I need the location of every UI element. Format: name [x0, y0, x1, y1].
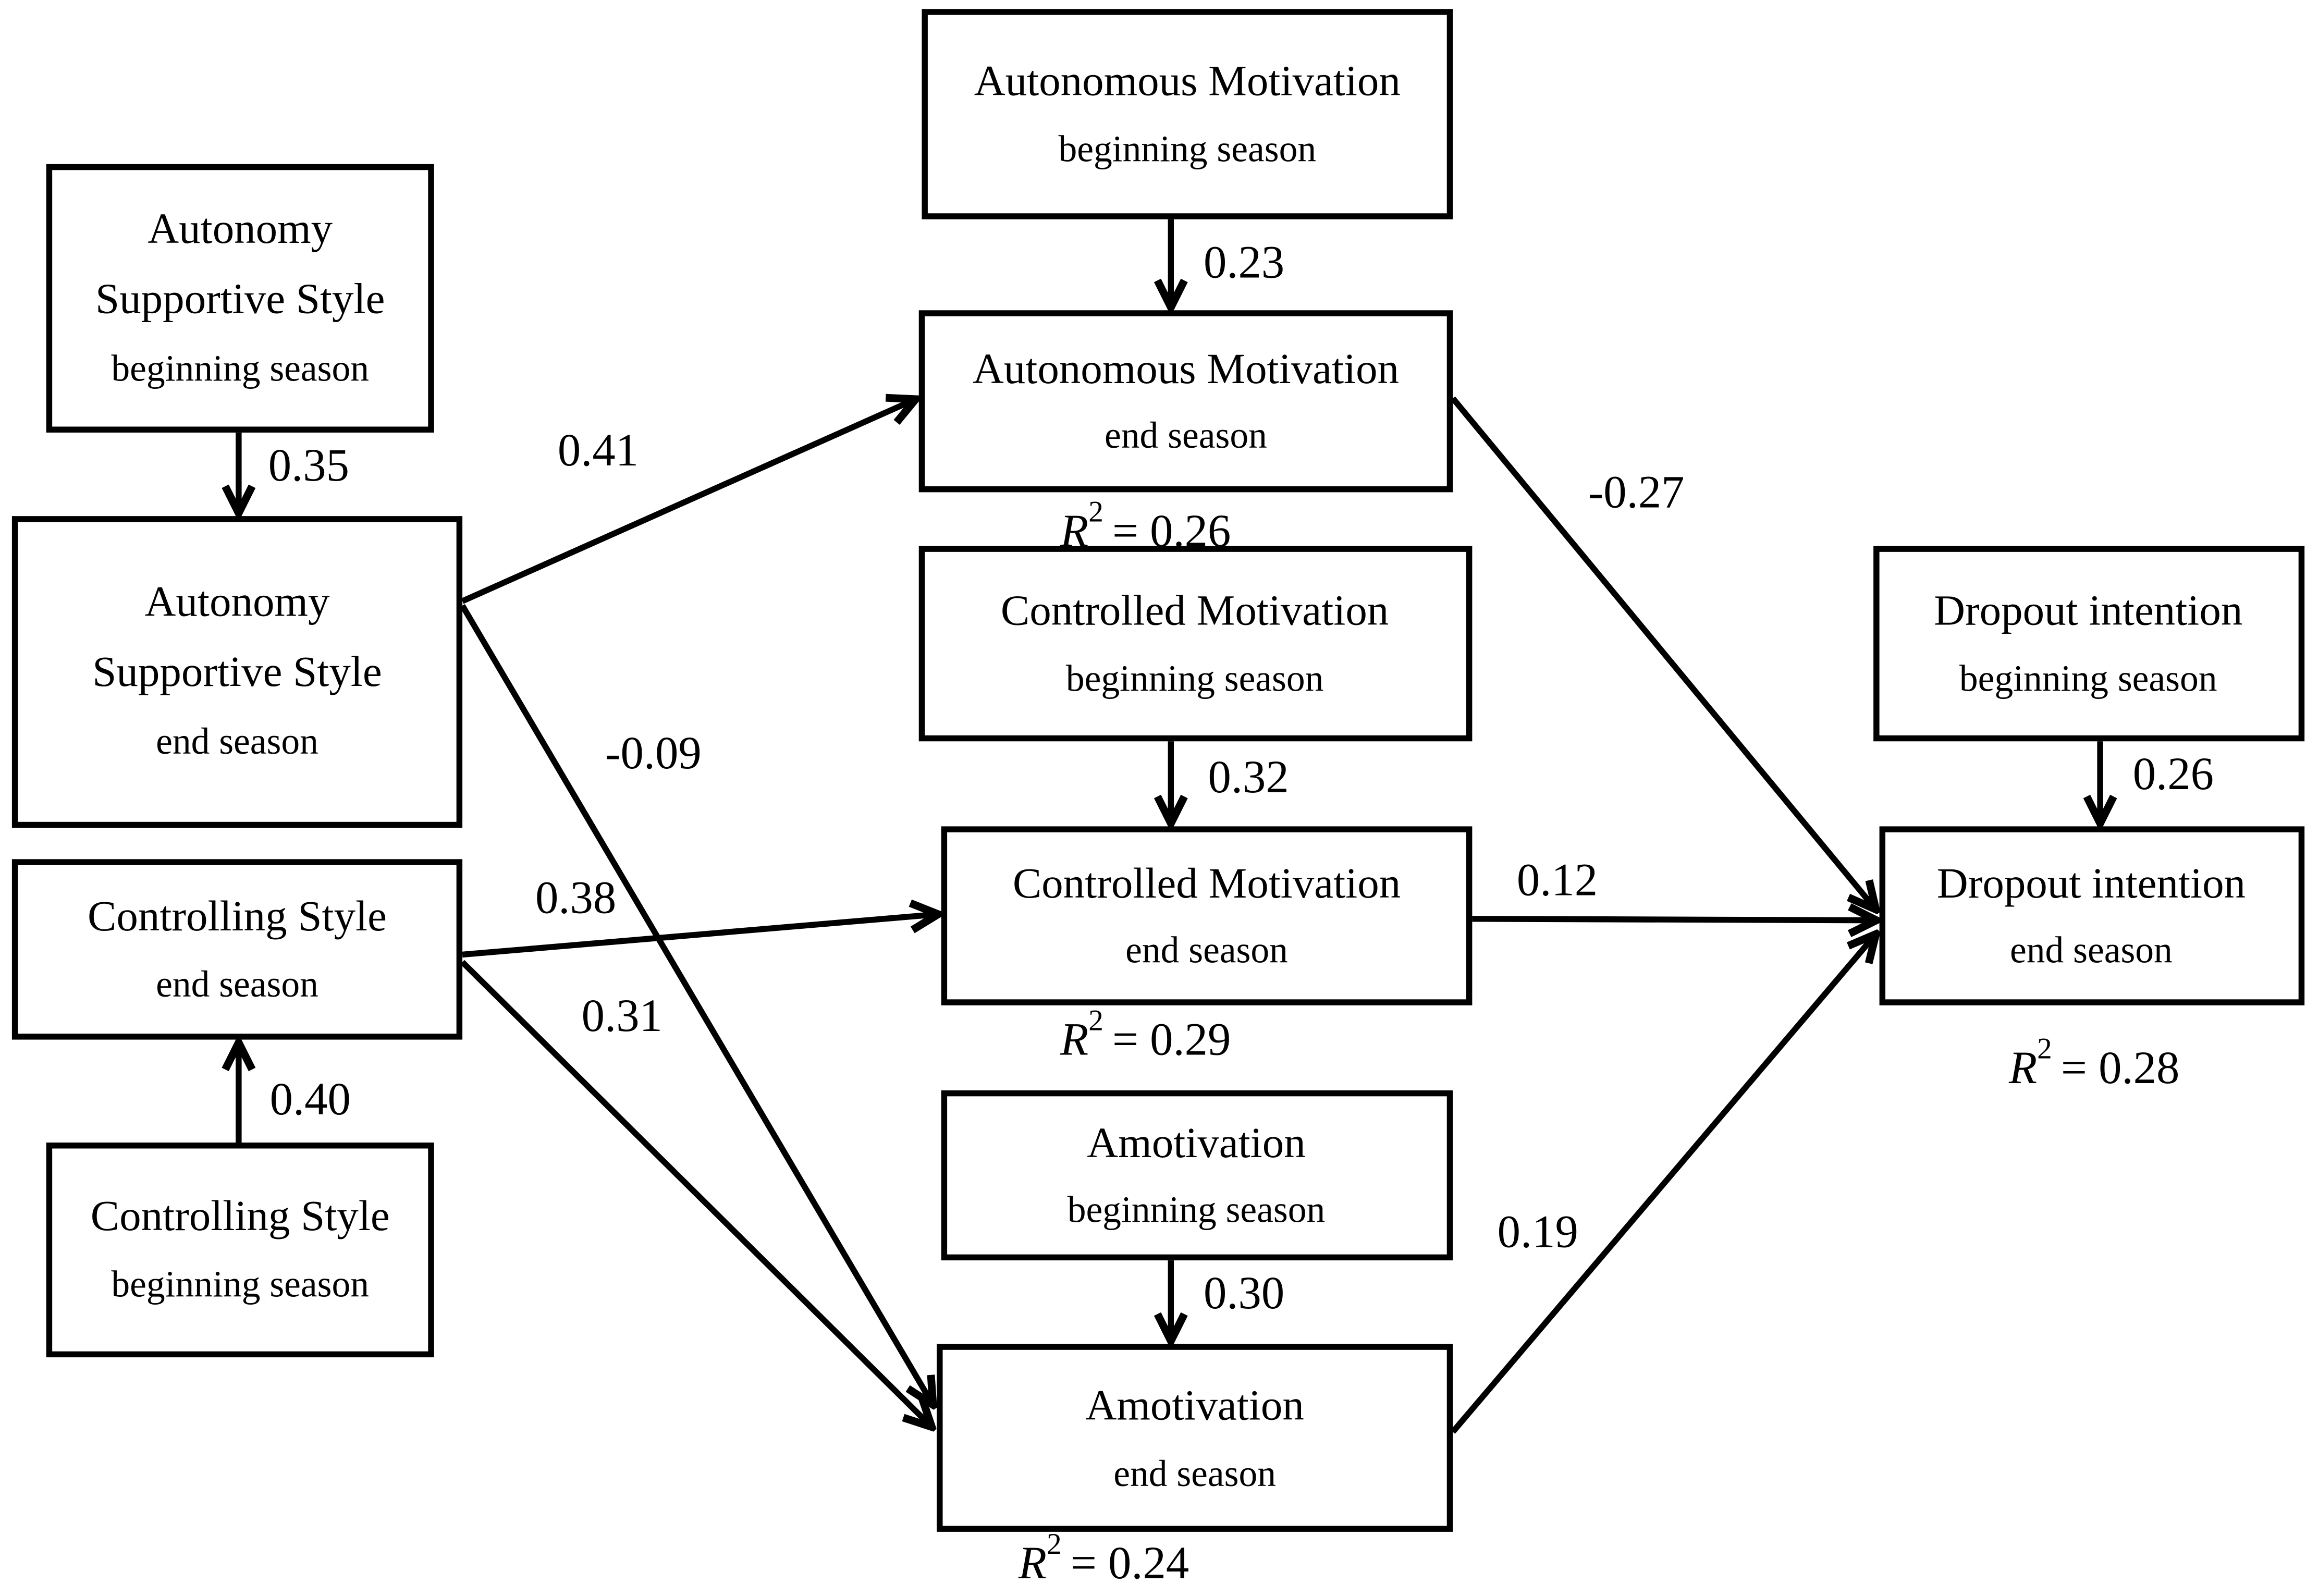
node-subtitle: beginning season — [111, 1263, 369, 1305]
node-subtitle: beginning season — [1959, 658, 2217, 699]
coefficient-label: 0.30 — [1204, 1268, 1284, 1319]
node-box — [918, 310, 1453, 493]
node-subtitle: beginning season — [111, 348, 369, 389]
node-box — [918, 546, 1473, 742]
r-squared-labels: R2= 0.26 R2= 0.29 R2= 0.24 R2= 0.28 — [1018, 495, 2179, 1589]
node-title: Dropout intention — [1934, 586, 2242, 634]
node-subtitle: beginning season — [1068, 1189, 1326, 1230]
arrow-controlling-to-controlled-motivation — [462, 914, 937, 958]
node-title: Amotivation — [1085, 1381, 1304, 1429]
coefficient-label: 0.19 — [1498, 1207, 1578, 1258]
node-title: Autonomous Motivation — [974, 57, 1401, 105]
arrow-autonomy-supportive-to-amotivation — [460, 604, 932, 1404]
node-title: Autonomy — [145, 577, 330, 625]
node-subtitle: beginning season — [1059, 129, 1317, 170]
coefficient-label: -0.09 — [605, 728, 702, 779]
coefficient-label: 0.32 — [1208, 752, 1289, 803]
node-box — [922, 9, 1453, 219]
node-controlling-end: Controlling Style end season — [11, 859, 463, 1040]
node-autonomy-supportive-begin: Autonomy Supportive Style beginning seas… — [46, 164, 434, 433]
coefficient-label: -0.27 — [1588, 466, 1685, 518]
node-box — [11, 516, 463, 828]
node-dropout-begin: Dropout intention beginning season — [1873, 546, 2305, 742]
node-title: Supportive Style — [95, 274, 385, 322]
r-squared-amotivation: R2= 0.24 — [1018, 1527, 1189, 1589]
node-title: Controlling Style — [88, 892, 387, 940]
node-box — [941, 1090, 1453, 1261]
node-controlling-begin: Controlling Style beginning season — [46, 1143, 434, 1358]
node-title: Controlled Motivation — [1013, 859, 1401, 907]
node-title: Supportive Style — [92, 647, 382, 695]
node-box — [1879, 826, 2305, 1005]
coefficient-label: 0.38 — [535, 873, 616, 924]
r-squared-autonomous-motivation: R2= 0.26 — [1060, 495, 1231, 557]
arrow-controlling-to-amotivation — [460, 960, 931, 1426]
r-squared-controlled-motivation: R2= 0.29 — [1060, 1004, 1231, 1065]
node-subtitle: end season — [156, 721, 318, 762]
node-title: Autonomy — [148, 204, 333, 252]
coefficient-label: 0.41 — [558, 425, 639, 476]
node-title: Autonomous Motivation — [973, 345, 1399, 392]
arrow-autonomy-supportive-to-autonomous-motivation — [461, 400, 914, 604]
node-box — [941, 826, 1473, 1005]
r-squared-dropout: R2= 0.28 — [2008, 1032, 2179, 1094]
node-box — [1873, 546, 2305, 742]
arrow-autonomous-motivation-to-dropout — [1450, 396, 1875, 909]
coefficient-label: 0.35 — [268, 440, 349, 491]
node-title: Controlling Style — [91, 1192, 390, 1239]
coefficient-label: 0.23 — [1204, 237, 1284, 288]
coefficient-label: 0.40 — [270, 1074, 351, 1125]
node-title: Controlled Motivation — [1001, 586, 1389, 634]
node-box — [11, 859, 463, 1040]
node-autonomous-motivation-end: Autonomous Motivation end season — [918, 310, 1453, 493]
node-subtitle: beginning season — [1066, 658, 1324, 699]
node-box — [937, 1344, 1453, 1532]
node-subtitle: end season — [2010, 929, 2173, 971]
coefficient-label: 0.12 — [1517, 854, 1598, 905]
node-subtitle: end season — [156, 964, 318, 1005]
node-controlled-motivation-end: Controlled Motivation end season — [941, 826, 1473, 1005]
edge-labels: 0.35 0.40 0.23 0.32 0.30 0.26 0.41 -0.09… — [268, 237, 2214, 1319]
arrow-amotivation-to-dropout — [1450, 935, 1875, 1434]
node-subtitle: end season — [1105, 415, 1267, 456]
arrow-controlled-motivation-to-dropout — [1472, 919, 1875, 920]
node-autonomy-supportive-end: Autonomy Supportive Style end season — [11, 516, 463, 828]
coefficient-label: 0.31 — [582, 990, 663, 1041]
edges — [239, 219, 2100, 1434]
node-autonomous-motivation-begin: Autonomous Motivation beginning season — [922, 9, 1453, 219]
node-title: Dropout intention — [1937, 859, 2246, 907]
node-controlled-motivation-begin: Controlled Motivation beginning season — [918, 546, 1473, 742]
node-title: Amotivation — [1087, 1119, 1305, 1167]
node-box — [46, 164, 434, 433]
nodes: Autonomy Supportive Style beginning seas… — [11, 9, 2305, 1532]
node-amotivation-begin: Amotivation beginning season — [941, 1090, 1453, 1261]
coefficient-label: 0.26 — [2133, 748, 2214, 800]
node-subtitle: end season — [1125, 929, 1288, 971]
node-box — [46, 1143, 434, 1358]
node-amotivation-end: Amotivation end season — [937, 1344, 1453, 1532]
node-dropout-end: Dropout intention end season — [1879, 826, 2305, 1005]
node-subtitle: end season — [1113, 1453, 1276, 1494]
